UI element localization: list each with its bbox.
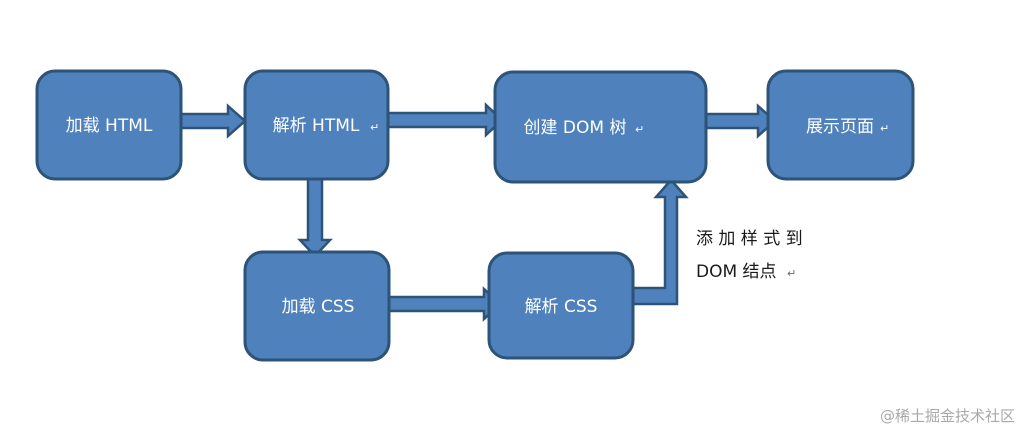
node-parse-html-label: 解析 HTML [273, 116, 360, 136]
paragraph-mark: ↵ [370, 121, 379, 134]
arrow-create-dom-to-render-page [695, 103, 777, 139]
node-parse-html: 解析 HTML ↵ [243, 69, 390, 181]
annotation-line-2: DOM 结点 [696, 262, 777, 282]
node-create-dom: 创建 DOM 树 ↵ [493, 70, 708, 184]
node-load-html-label: 加载 HTML [66, 116, 153, 136]
paragraph-mark: ↵ [635, 123, 644, 136]
paragraph-mark: ↵ [880, 122, 889, 135]
watermark: @稀土掘金技术社区 [880, 407, 1015, 425]
node-load-css: 加载 CSS [243, 250, 391, 362]
annotation-add-style: 添 加 样 式 到 DOM 结点 ↵ [696, 229, 803, 282]
node-create-dom-label: 创建 DOM 树 [524, 118, 627, 138]
node-parse-css-label: 解析 CSS [525, 297, 598, 317]
node-parse-css: 解析 CSS [487, 251, 635, 360]
arrow-parse-html-to-load-css [297, 173, 333, 258]
node-render-page-label: 展示页面 [806, 117, 874, 137]
arrow-parse-css-to-create-dom [618, 178, 689, 306]
arrow-parse-html-to-create-dom [385, 102, 504, 138]
annotation-line-1: 添 加 样 式 到 [696, 229, 803, 249]
node-load-html: 加载 HTML [35, 69, 183, 181]
node-load-css-label: 加载 CSS [282, 297, 355, 317]
paragraph-mark: ↵ [787, 267, 796, 280]
node-render-page: 展示页面 ↵ [766, 69, 915, 181]
